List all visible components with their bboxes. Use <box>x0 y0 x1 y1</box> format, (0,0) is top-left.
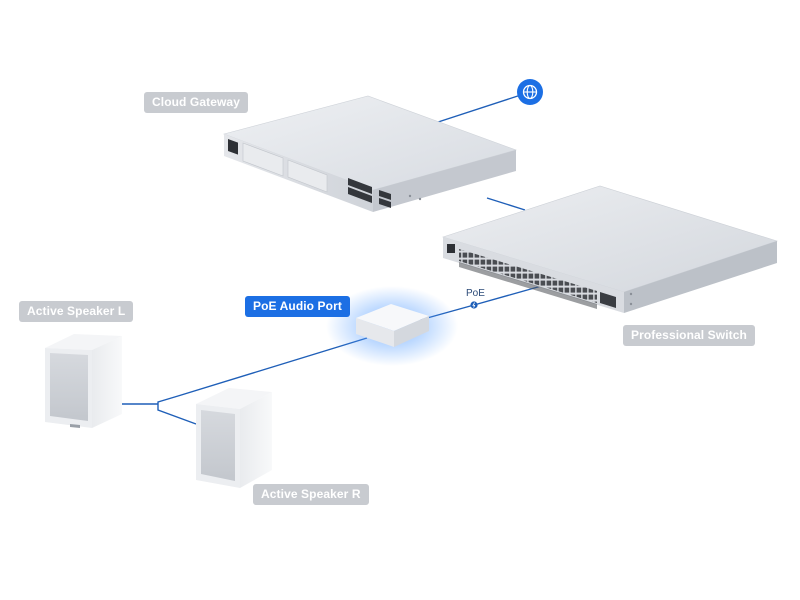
poe-audio-port-device <box>326 286 458 366</box>
active-speaker-l-label: Active Speaker L <box>19 301 134 322</box>
cable-gateway-internet <box>431 92 528 125</box>
cloud-gateway-device <box>223 95 517 212</box>
gateway-display <box>228 139 238 155</box>
switch-sfp-ports <box>600 292 616 308</box>
cable-port-speakers <box>157 337 368 425</box>
switch-display <box>447 244 455 253</box>
professional-switch-device <box>441 185 778 313</box>
active-speaker-r-device <box>196 388 272 488</box>
active-speaker-r-label: Active Speaker R <box>253 484 369 505</box>
poe-label: PoE <box>466 288 485 299</box>
gateway-ports <box>348 178 391 208</box>
internet-globe-icon <box>517 79 543 105</box>
cable-gateway-switch <box>486 197 526 211</box>
poe-power-dot-icon <box>470 301 478 309</box>
professional-switch-label: Professional Switch <box>623 325 755 346</box>
cloud-gateway-label: Cloud Gateway <box>144 92 248 113</box>
switch-port-bank-lower <box>459 262 597 309</box>
poe-audio-port-label: PoE Audio Port <box>245 296 350 317</box>
switch-port-bank <box>459 249 597 303</box>
active-speaker-l-device <box>45 334 122 428</box>
